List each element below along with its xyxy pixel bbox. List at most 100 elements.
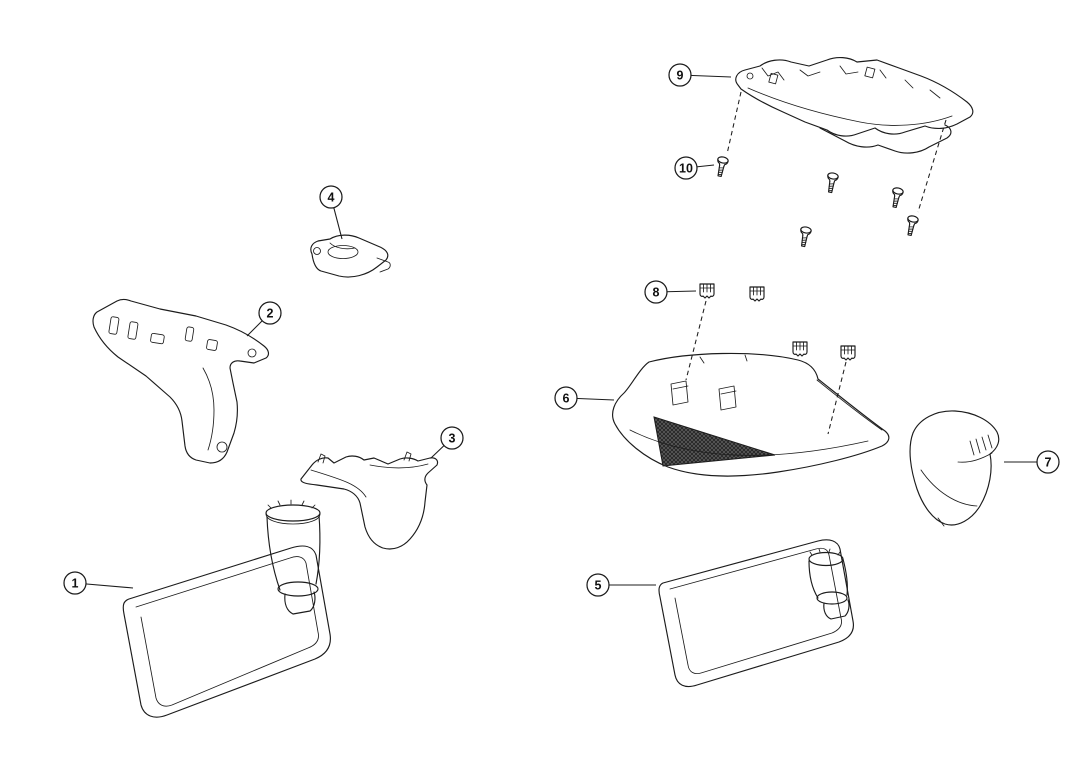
part-2-slot	[206, 339, 218, 351]
part-6-tab	[670, 380, 689, 406]
callout-6[interactable]: 6	[554, 386, 615, 410]
part-3-outline	[300, 455, 439, 550]
part-7-side-cover-drawing	[909, 410, 1000, 527]
callout-number: 8	[653, 286, 660, 300]
callout-bubble[interactable]	[440, 426, 464, 450]
part-6-notches	[699, 354, 748, 364]
part-4-inner-ellipse	[327, 245, 359, 259]
part-1-stalk-ribs	[267, 499, 316, 509]
callout-bubble[interactable]	[644, 280, 668, 304]
part-1-rearview-mirror-drawing	[122, 499, 331, 718]
dashed-line	[685, 300, 707, 381]
callout-number: 2	[267, 307, 274, 321]
callout-bubble[interactable]	[258, 301, 282, 325]
part-9-upper-bracket-drawing	[735, 56, 974, 154]
callout-2[interactable]: 2	[246, 301, 282, 337]
callout-number: 7	[1045, 456, 1052, 470]
callout-bubble[interactable]	[674, 156, 698, 180]
part-2-slot	[127, 321, 139, 340]
part-5-rearview-mirror-drawing	[658, 539, 854, 688]
part-7-vent-hatch	[969, 434, 993, 456]
callout-9[interactable]: 9	[668, 63, 732, 87]
callout-bubble[interactable]	[1036, 450, 1060, 474]
part-2-leg-crease	[202, 367, 215, 451]
part-9-mid-crease	[747, 87, 953, 126]
part-1-stalk-collar	[265, 513, 321, 525]
callout-8[interactable]: 8	[644, 280, 697, 304]
callout-layer: 1 2 3 4 5 6 7 8 9 10	[63, 63, 1060, 597]
clip-drawing	[840, 345, 856, 361]
part-5-mount-body	[808, 558, 848, 599]
screw-drawing	[824, 171, 840, 194]
callout-4[interactable]: 4	[319, 185, 343, 240]
screw-drawing	[888, 186, 905, 209]
part-4-detail	[329, 242, 356, 250]
part-9-slot	[768, 72, 779, 85]
part-2-slot	[108, 316, 120, 335]
callout-number: 10	[679, 162, 693, 176]
callout-3[interactable]: 3	[430, 426, 464, 459]
part-2-mounting-plate-drawing	[92, 298, 270, 464]
callout-bubble[interactable]	[554, 386, 578, 410]
part-4-sensor-bracket-drawing	[310, 234, 391, 278]
dashed-line	[917, 119, 947, 213]
screw-drawing	[903, 214, 920, 237]
callout-number: 4	[328, 191, 335, 205]
part-8-clips-drawing	[699, 283, 856, 361]
part-4-outline	[310, 234, 389, 278]
callout-number: 3	[449, 432, 456, 446]
dashed-line	[726, 91, 742, 155]
part-5-mirror-inner-edge	[669, 547, 842, 675]
part-9-lower-flange	[819, 124, 952, 154]
part-1-mirror-outline	[122, 545, 331, 718]
part-6-mesh-grille	[653, 416, 776, 467]
callout-number: 1	[72, 577, 79, 591]
part-7-notch	[937, 517, 945, 527]
part-6-bottom-crease	[629, 429, 869, 456]
part-2-hole	[216, 441, 228, 453]
part-7-inner-curve	[920, 452, 993, 507]
clip-drawing	[792, 341, 808, 357]
part-6-tab	[718, 385, 737, 411]
screw-drawing	[713, 155, 730, 178]
part-3-prongs	[317, 451, 412, 464]
part-9-hole	[746, 72, 754, 80]
part-1-stalk-cap	[265, 504, 321, 522]
callout-10[interactable]: 10	[674, 156, 715, 180]
part-10-screws-drawing	[713, 155, 920, 248]
part-2-outline	[92, 298, 270, 464]
callout-number: 6	[563, 392, 570, 406]
part-9-inner-detail	[761, 65, 941, 99]
part-2-slot	[184, 326, 195, 342]
callout-5[interactable]: 5	[586, 573, 656, 597]
callout-bubble[interactable]	[63, 571, 87, 595]
callout-number: 9	[677, 69, 684, 83]
part-1-stalk-body	[266, 514, 321, 591]
part-6-outline	[612, 352, 890, 477]
part-3-inner-detail	[310, 463, 429, 498]
part-5-mount-ribs	[809, 548, 841, 556]
part-4-hook	[376, 257, 391, 273]
dashed-line	[827, 361, 847, 435]
part-1-stalk-lower-collar	[277, 581, 319, 597]
part-7-outline	[909, 410, 1000, 526]
part-9-slot	[864, 66, 876, 79]
clip-drawing	[699, 283, 715, 299]
part-2-hole	[247, 348, 257, 358]
part-4-hole	[313, 247, 321, 255]
part-9-outline	[735, 56, 974, 137]
clip-drawing	[749, 286, 765, 302]
part-6-mirror-cover-drawing	[612, 352, 890, 477]
part-5-mount-foot	[823, 599, 850, 620]
callout-bubble[interactable]	[319, 185, 343, 209]
part-2-slot	[150, 332, 165, 345]
callout-7[interactable]: 7	[1004, 450, 1060, 474]
part-3-base-cover-drawing	[300, 451, 439, 550]
callout-bubble[interactable]	[668, 63, 692, 87]
callout-bubble[interactable]	[586, 573, 610, 597]
part-1-stalk-foot	[284, 591, 316, 615]
callout-1[interactable]: 1	[63, 571, 134, 595]
part-5-mount-collar	[816, 591, 848, 605]
